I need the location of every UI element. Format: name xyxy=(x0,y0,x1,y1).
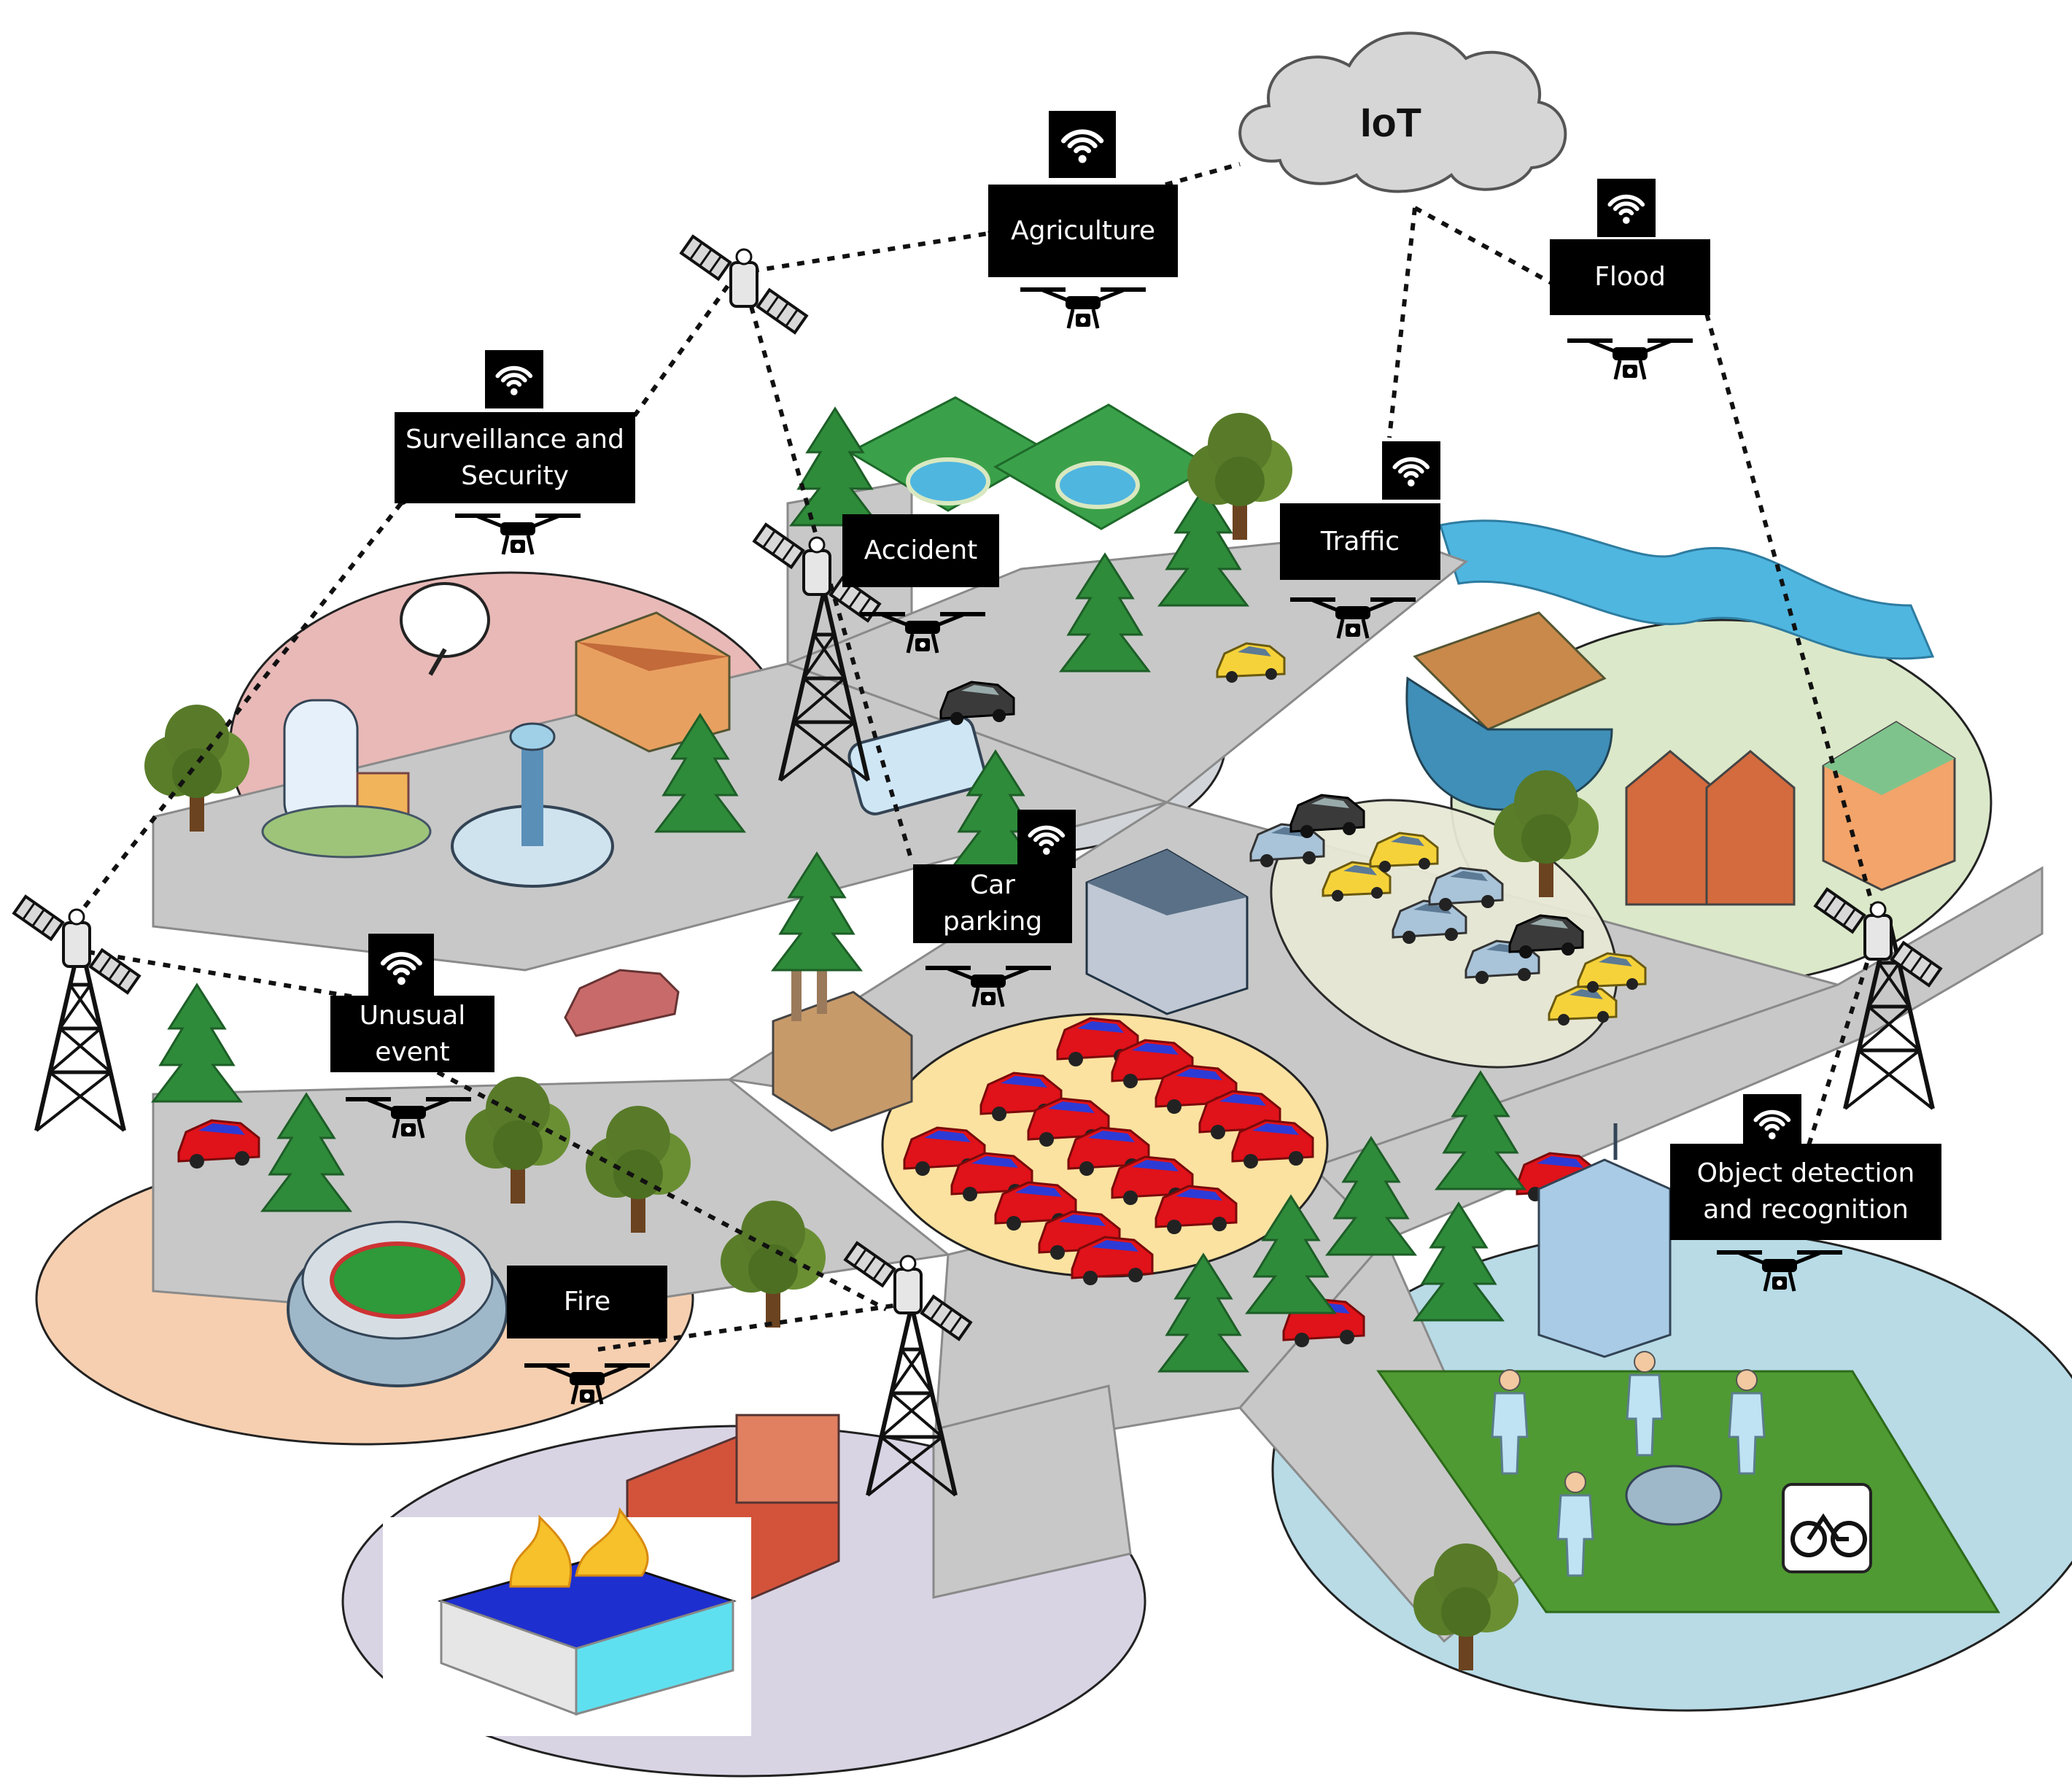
wifi-glyph xyxy=(1392,457,1430,487)
wifi-arc xyxy=(1764,1124,1780,1131)
drone-icon xyxy=(343,1094,474,1145)
wifi-glyph xyxy=(1028,825,1066,856)
wifi-icon xyxy=(485,350,543,408)
drone-glyph xyxy=(455,514,581,555)
drone-glyph xyxy=(346,1097,471,1139)
label-car-parking: Car parking xyxy=(913,864,1072,943)
wifi-arc xyxy=(1074,145,1091,153)
wifi-dot xyxy=(1078,155,1087,163)
label-unusual-event: Unusual event xyxy=(330,996,494,1072)
drone-glyph xyxy=(1290,597,1416,639)
drone-icon xyxy=(521,1360,653,1411)
label-fire: Fire xyxy=(507,1266,667,1338)
wifi-glyph xyxy=(1753,1109,1791,1140)
wifi-glyph xyxy=(495,365,533,396)
wifi-arc xyxy=(1060,129,1104,144)
wifi-dot xyxy=(1043,848,1050,856)
wifi-arc xyxy=(386,959,416,970)
wifi-arc xyxy=(1753,1109,1791,1123)
wifi-arc xyxy=(1403,471,1419,479)
wifi-dot xyxy=(1623,217,1630,225)
wifi-arc xyxy=(1607,194,1645,207)
wifi-arc xyxy=(1759,1117,1785,1127)
label-accident: Accident xyxy=(842,514,999,587)
wifi-arc xyxy=(380,951,422,966)
wifi-arc xyxy=(501,373,527,383)
wifi-icon xyxy=(1049,111,1116,178)
drone-glyph xyxy=(1020,287,1146,329)
wifi-arc xyxy=(1033,832,1060,842)
wifi-arc xyxy=(1392,457,1430,470)
drone-icon xyxy=(452,511,583,562)
wifi-icon xyxy=(1017,810,1076,868)
wifi-icon xyxy=(1743,1094,1801,1152)
drone-icon xyxy=(1714,1247,1845,1298)
drone-glyph xyxy=(1717,1250,1842,1292)
drone-icon xyxy=(857,609,988,660)
wifi-arc xyxy=(1613,201,1640,212)
wifi-glyph xyxy=(1060,129,1104,163)
wifi-dot xyxy=(1408,479,1415,487)
wifi-arc xyxy=(1398,464,1424,474)
wifi-glyph xyxy=(380,951,422,985)
label-agriculture: Agriculture xyxy=(988,185,1178,277)
wifi-arc xyxy=(1067,137,1098,149)
wifi-arc xyxy=(506,380,522,387)
drone-glyph xyxy=(926,966,1051,1007)
wifi-arc xyxy=(392,967,410,975)
drone-glyph xyxy=(1567,338,1693,380)
wifi-arc xyxy=(1028,825,1066,838)
wifi-icon xyxy=(1597,179,1656,237)
drone-glyph xyxy=(860,612,985,654)
drone-icon xyxy=(923,963,1054,1014)
label-surveillance-and-security: Surveillance and Security xyxy=(395,412,635,503)
wifi-arc xyxy=(1039,840,1055,847)
iot-cloud-label: IoT xyxy=(1360,99,1421,145)
wifi-arc xyxy=(1618,209,1634,216)
wifi-icon xyxy=(368,934,434,999)
wifi-glyph xyxy=(1607,194,1645,225)
drone-icon xyxy=(1287,594,1419,646)
drone-icon xyxy=(1564,336,1696,387)
wifi-icon xyxy=(1382,441,1440,500)
label-flood: Flood xyxy=(1550,239,1710,315)
drone-icon xyxy=(1017,284,1149,336)
wifi-dot xyxy=(1769,1132,1776,1140)
wifi-dot xyxy=(511,388,518,396)
label-object-detection-and-recognition: Object detection and recognition xyxy=(1670,1144,1941,1240)
wifi-dot xyxy=(397,977,406,985)
drone-glyph xyxy=(524,1363,650,1405)
label-traffic: Traffic xyxy=(1280,503,1440,580)
cloud-icon xyxy=(1238,31,1567,193)
wifi-arc xyxy=(495,365,533,379)
